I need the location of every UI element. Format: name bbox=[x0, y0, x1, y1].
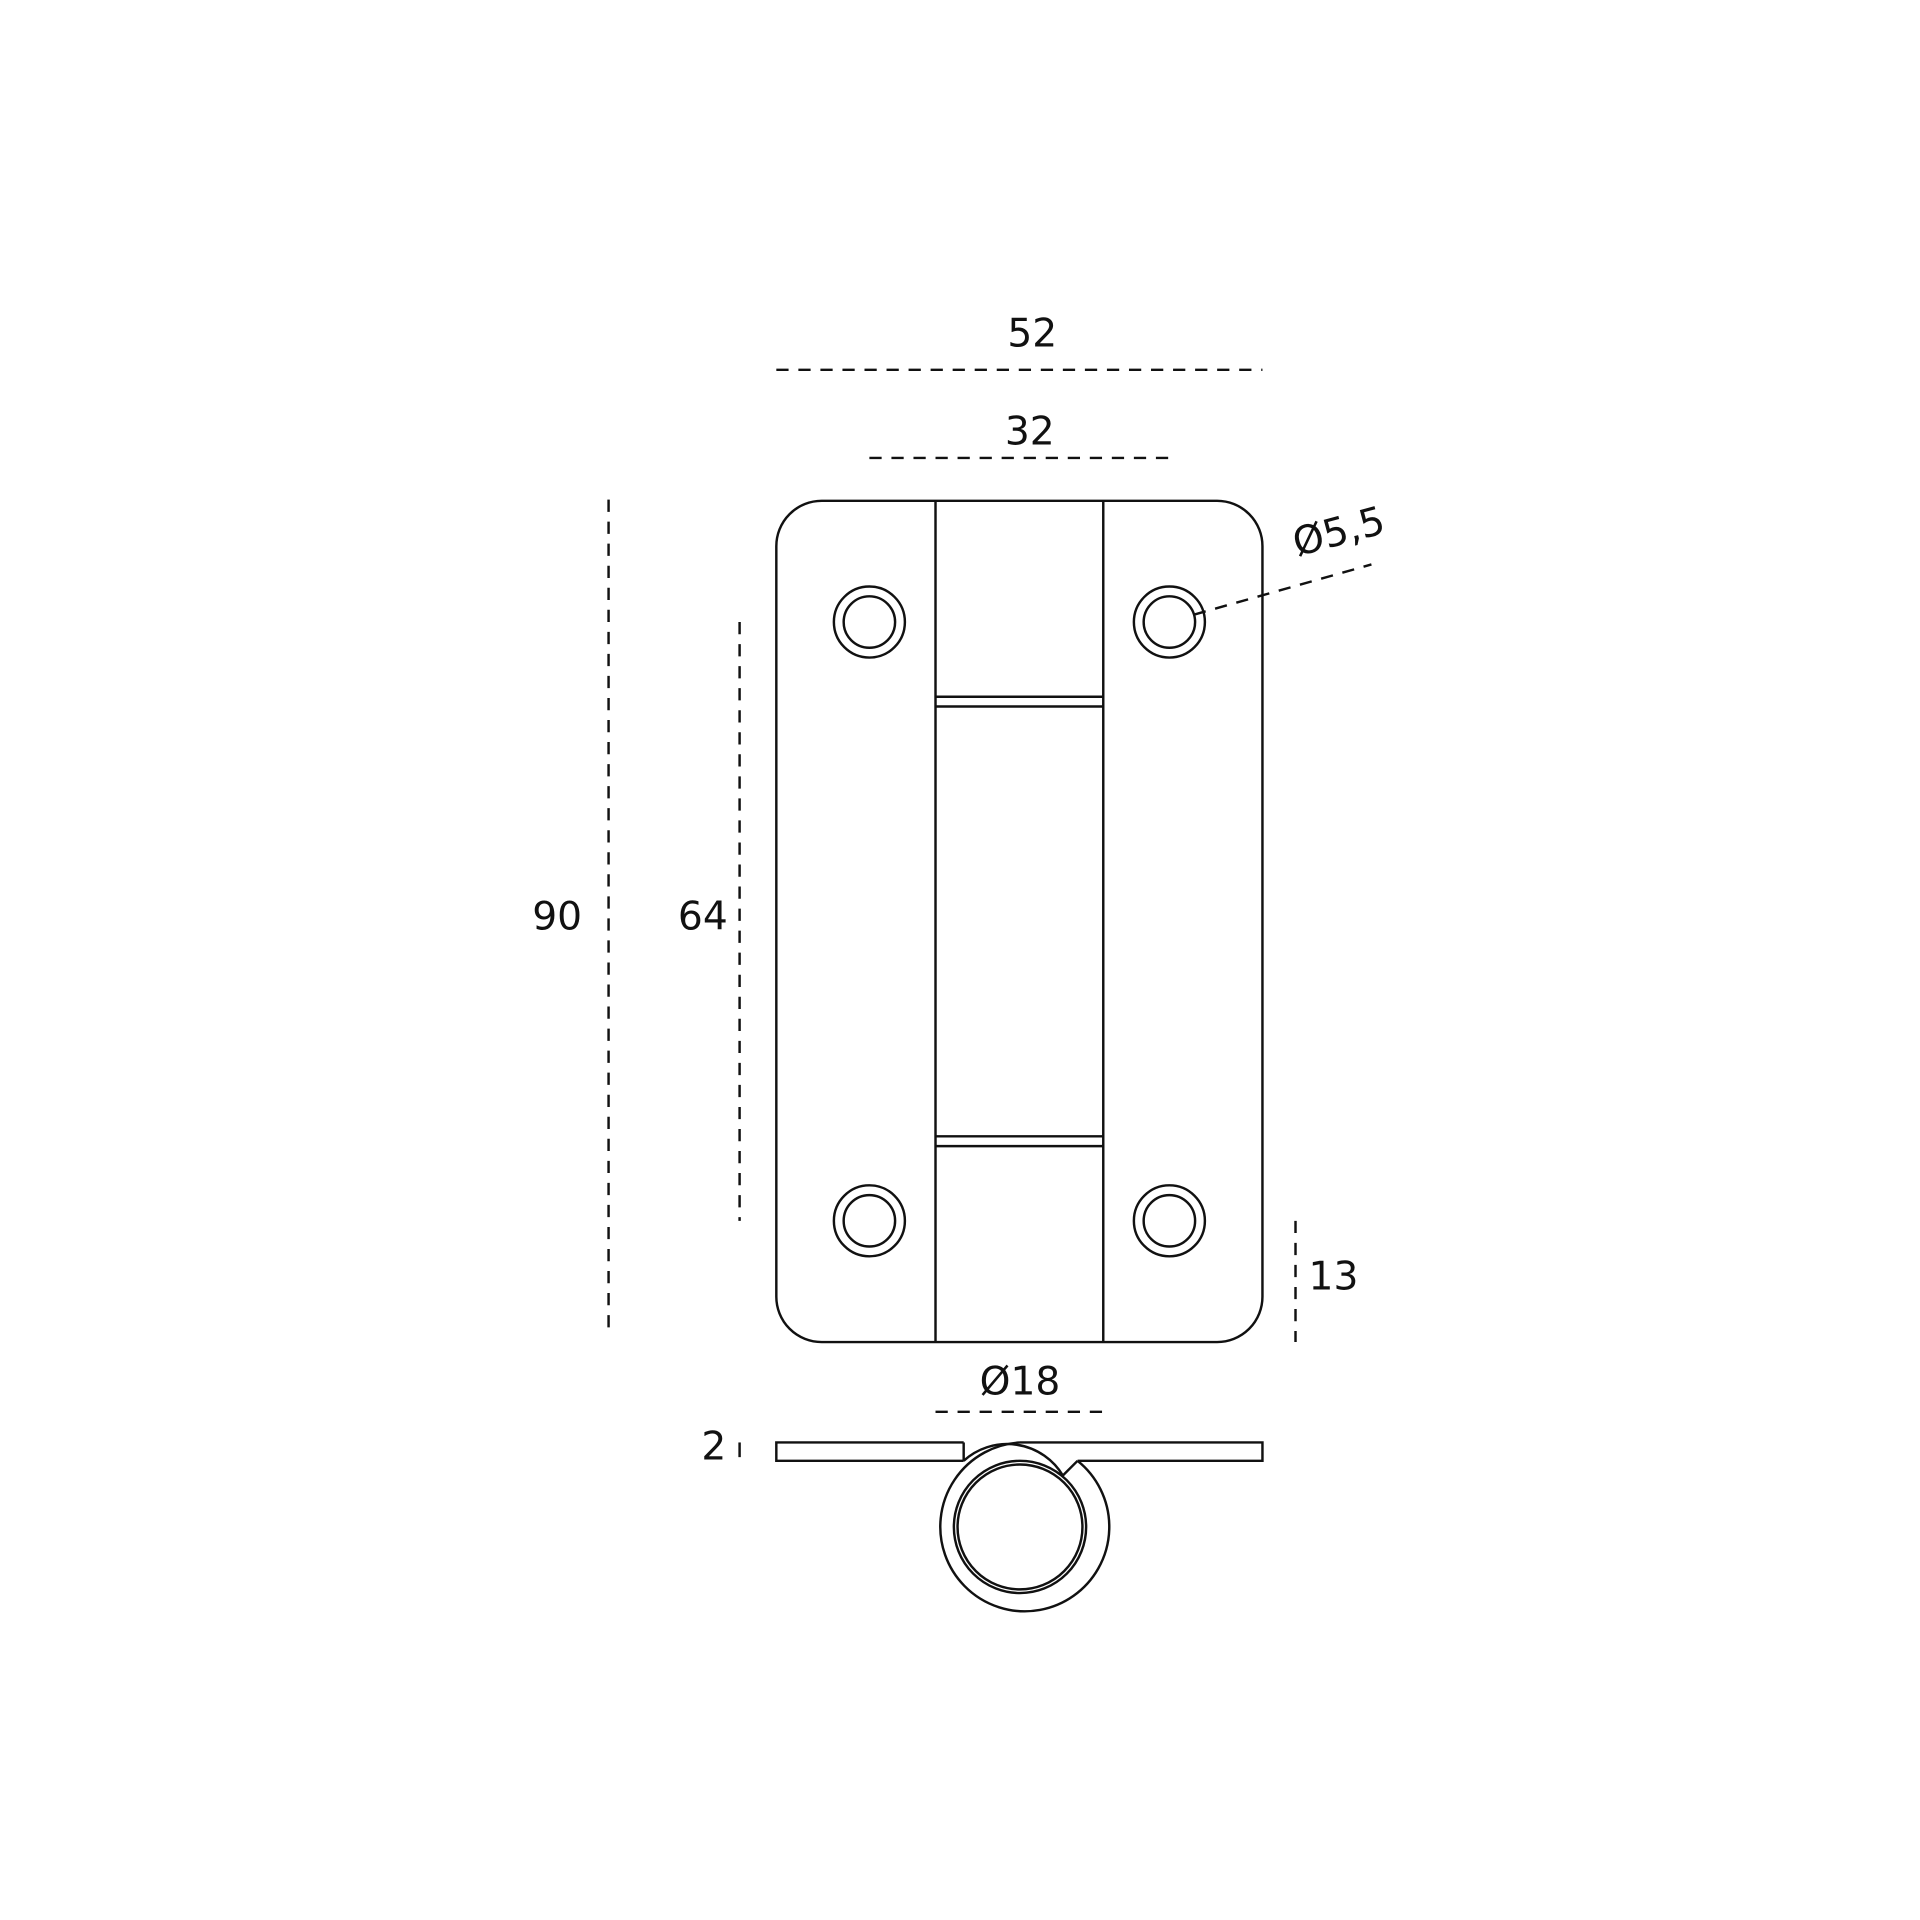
dim-plate-thickness: 2 bbox=[701, 1425, 726, 1470]
side-plate-right bbox=[1020, 1441, 1264, 1463]
dim-hole-spacing-width: 32 bbox=[1005, 409, 1055, 454]
side-view bbox=[775, 1441, 1264, 1613]
screw-hole bbox=[832, 1184, 907, 1258]
side-plate-left bbox=[775, 1441, 964, 1463]
dim-hole-spacing-height: 64 bbox=[678, 894, 728, 939]
dimensions: 52 32 90 64 Ø5,5 13 Ø18 2 bbox=[532, 312, 1390, 1470]
screw-hole bbox=[1132, 585, 1207, 659]
front-view bbox=[775, 499, 1264, 1344]
dim-knuckle-diameter: Ø18 bbox=[980, 1360, 1061, 1405]
knuckle-end bbox=[1061, 1459, 1079, 1477]
dim-hole-diameter: Ø5,5 bbox=[1288, 499, 1390, 567]
screw-hole bbox=[1132, 1184, 1207, 1258]
dim-overall-width: 52 bbox=[1007, 312, 1057, 357]
screw-hole bbox=[832, 585, 907, 659]
dim-leader-hole bbox=[1193, 563, 1372, 616]
dim-hole-edge-offset: 13 bbox=[1309, 1254, 1359, 1299]
hinge-plate bbox=[775, 499, 1264, 1344]
knuckle-outer bbox=[939, 1441, 1111, 1613]
pin-inner bbox=[956, 1463, 1084, 1591]
knuckle-inner-top bbox=[962, 1442, 1064, 1477]
dim-overall-height: 90 bbox=[532, 894, 582, 939]
pin-outer bbox=[952, 1459, 1088, 1595]
